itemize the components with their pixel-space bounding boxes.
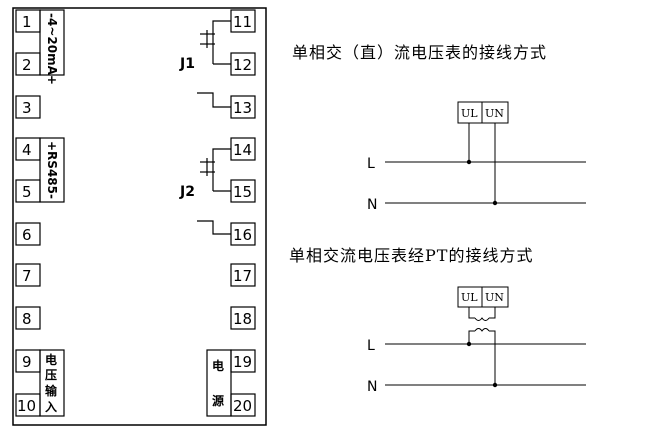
terminal-number: 3: [22, 99, 32, 117]
right-terminal-13: 13: [230, 95, 256, 119]
terminal-number: 10: [17, 397, 36, 415]
right-terminal-15: 15: [230, 179, 256, 203]
right-terminal-14: 14: [230, 137, 256, 161]
terminal-number: 4: [22, 141, 32, 159]
right-terminal-20: 20: [230, 393, 256, 417]
terminal-number: 16: [233, 226, 252, 244]
direct-meter-terminals: UL UN: [457, 101, 509, 124]
direct-wiring-lines: [385, 123, 586, 204]
right-terminal-18: 18: [230, 306, 256, 330]
voltage-input-char: 电: [45, 352, 57, 367]
voltage-input-char: 输: [45, 383, 58, 398]
terminal-number: 15: [233, 183, 252, 201]
line-label-l: L: [367, 338, 375, 354]
terminal-number: 17: [233, 267, 252, 285]
meter-body-outline: [12, 7, 267, 426]
relay-j1-contacts: [197, 20, 231, 108]
power-label-box: [206, 349, 232, 417]
left-terminal-1: 1: [15, 9, 41, 33]
terminal-number: 2: [22, 56, 32, 74]
relay-j1-label: J1: [179, 56, 195, 72]
meter-terminal-un: UN: [485, 291, 504, 304]
junction-dot: [466, 341, 472, 347]
left-terminal-5: 5: [15, 179, 41, 203]
left-terminal-7: 7: [15, 263, 41, 287]
voltage-input-char: 压: [45, 368, 57, 382]
terminal-number: 6: [22, 226, 32, 244]
pt-wiring-caption: 单相交流电压表经PT的接线方式: [289, 246, 533, 265]
direct-wiring-caption: 单相交（直）流电压表的接线方式: [292, 43, 547, 62]
right-terminal-11: 11: [230, 9, 256, 33]
terminal-number: 19: [233, 353, 252, 371]
line-label-l: L: [367, 156, 375, 172]
rs485-label-box: [39, 137, 65, 203]
terminal-number: 1: [22, 13, 32, 31]
terminal-number: 7: [22, 267, 32, 285]
left-terminal-4: 4: [15, 137, 41, 161]
relay-j2-label: J2: [179, 184, 195, 200]
junction-dot: [466, 159, 472, 165]
left-terminal-8: 8: [15, 306, 41, 330]
power-label-char: 源: [212, 393, 224, 408]
current-output-label: -4~20mA+: [45, 13, 59, 85]
right-terminal-16: 16: [230, 222, 256, 246]
left-terminal-9: 9: [15, 349, 41, 373]
junction-dot: [492, 200, 498, 206]
rs485-label: +RS485-: [45, 141, 59, 199]
terminal-number: 20: [233, 397, 252, 415]
right-terminal-19: 19: [230, 349, 256, 373]
voltage-input-label-box: [39, 349, 65, 417]
current-output-label-box: [39, 9, 65, 76]
terminal-number: 13: [233, 99, 252, 117]
line-label-n: N: [367, 379, 377, 395]
power-label-char: 电: [212, 358, 224, 373]
pt-transformer: [468, 307, 496, 385]
relay-j2-contacts: [197, 148, 231, 235]
meter-terminal-un: UN: [485, 107, 504, 120]
terminal-number: 14: [233, 141, 252, 159]
right-terminal-12: 12: [230, 52, 256, 76]
left-terminal-3: 3: [15, 95, 41, 119]
right-terminal-17: 17: [230, 263, 256, 287]
terminal-number: 9: [22, 353, 32, 371]
terminal-number: 12: [233, 56, 252, 74]
meter-terminal-ul: UL: [461, 107, 478, 120]
junction-dot: [492, 382, 498, 388]
pt-wiring-lines: [385, 343, 586, 386]
pt-meter-terminals: UL UN: [457, 286, 509, 308]
left-terminal-2: 2: [15, 52, 41, 76]
line-label-n: N: [367, 197, 377, 213]
terminal-number: 11: [233, 13, 252, 31]
terminal-number: 8: [22, 310, 32, 328]
terminal-number: 18: [233, 310, 252, 328]
left-terminal-10: 10: [15, 393, 41, 417]
terminal-number: 5: [22, 183, 32, 201]
meter-terminal-ul: UL: [461, 291, 478, 304]
left-terminal-6: 6: [15, 222, 41, 246]
voltage-input-char: 入: [45, 400, 57, 414]
